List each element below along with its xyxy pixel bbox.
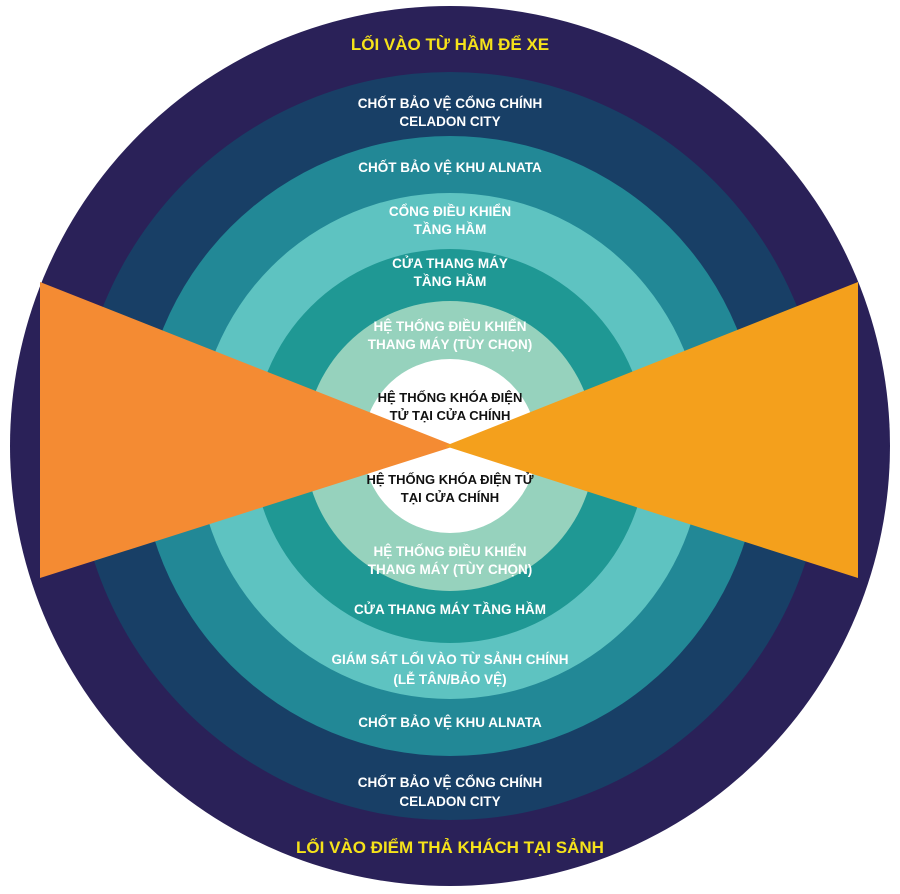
- top-ring2-label-line1: CHỐT BẢO VỆ CỔNG CHÍNH: [358, 96, 543, 111]
- top-ring2-label-line2: CELADON CITY: [399, 114, 500, 129]
- bottom-ring2-label-line1: CHỐT BẢO VỆ CỔNG CHÍNH: [358, 775, 543, 790]
- bottom-ring3-label: CHỐT BẢO VỆ KHU ALNATA: [358, 715, 542, 730]
- top-title: LỐI VÀO TỪ HẦM ĐỂ XE: [351, 34, 549, 54]
- wedge-right: [445, 282, 858, 578]
- top-core-label-line1: HỆ THỐNG KHÓA ĐIỆN: [378, 390, 523, 405]
- bottom-ring6-label-line2: THANG MÁY (TÙY CHỌN): [368, 562, 533, 577]
- bottom-ring5-label: CỬA THANG MÁY TẦNG HẦM: [354, 602, 546, 617]
- bottom-title: LỐI VÀO ĐIỂM THẢ KHÁCH TẠI SẢNH: [296, 837, 604, 857]
- bottom-core-label-line2: TẠI CỬA CHÍNH: [401, 490, 499, 505]
- top-ring4-label-line2: TẦNG HẦM: [414, 222, 487, 237]
- wedge-left: [40, 282, 455, 578]
- top-ring4-label-line1: CỔNG ĐIỀU KHIỂN: [389, 204, 511, 219]
- top-ring6-label-line1: HỆ THỐNG ĐIỀU KHIỂN: [373, 319, 526, 334]
- top-ring5-label-line1: CỬA THANG MÁY: [392, 256, 508, 271]
- top-core-label-line2: TỬ TẠI CỬA CHÍNH: [390, 408, 511, 423]
- top-ring3-label: CHỐT BẢO VỆ KHU ALNATA: [358, 160, 542, 175]
- bottom-core-label-line1: HỆ THỐNG KHÓA ĐIỆN TỬ: [366, 472, 533, 487]
- top-ring5-label-line2: TẦNG HẦM: [414, 274, 487, 289]
- top-ring6-label-line2: THANG MÁY (TÙY CHỌN): [368, 337, 533, 352]
- bottom-ring2-label-line2: CELADON CITY: [399, 794, 500, 809]
- bottom-ring4-label-line1: GIÁM SÁT LỐI VÀO TỪ SẢNH CHÍNH: [332, 652, 569, 667]
- bottom-ring6-label-line1: HỆ THỐNG ĐIỀU KHIỂN: [373, 544, 526, 559]
- bottom-ring4-label-line2: (LỄ TÂN/BẢO VỆ): [393, 672, 506, 687]
